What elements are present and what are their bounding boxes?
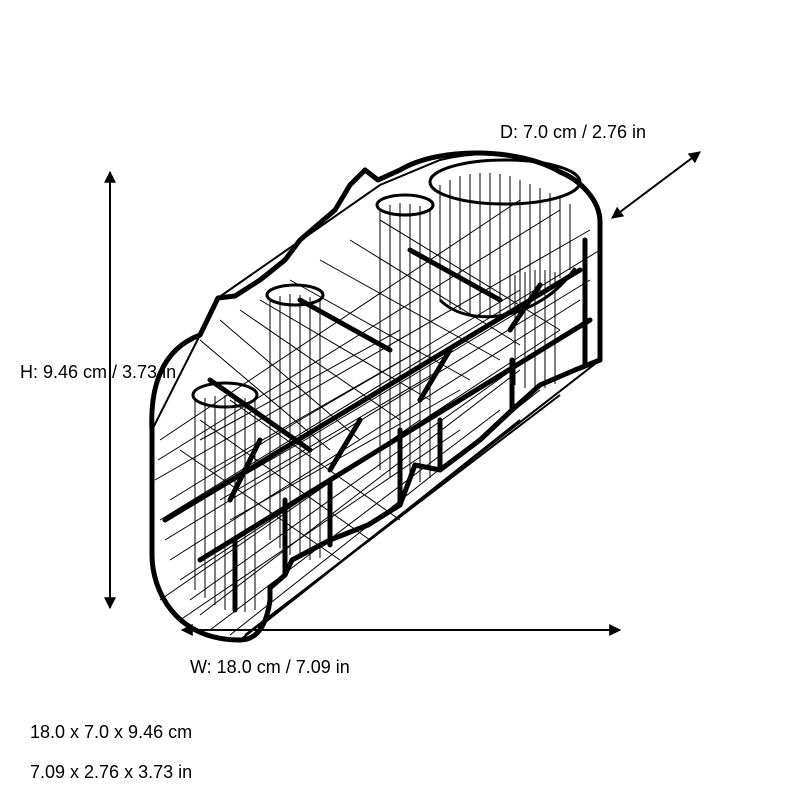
object-outline (149, 150, 603, 643)
width-label: W: 18.0 cm / 7.09 in (190, 657, 350, 677)
summary-in: 7.09 x 2.76 x 3.73 in (30, 762, 193, 782)
depth-dimension-arrow (611, 151, 701, 219)
mesh-lines (154, 199, 601, 636)
object-back-outline (151, 153, 601, 641)
height-label: H: 9.46 cm / 3.73 in (20, 362, 177, 382)
structural-rails (162, 237, 593, 613)
depth-label: D: 7.0 cm / 2.76 in (500, 122, 647, 142)
cylinder-bodies (191, 158, 582, 612)
summary-cm: 18.0 x 7.0 x 9.46 cm (30, 722, 193, 742)
